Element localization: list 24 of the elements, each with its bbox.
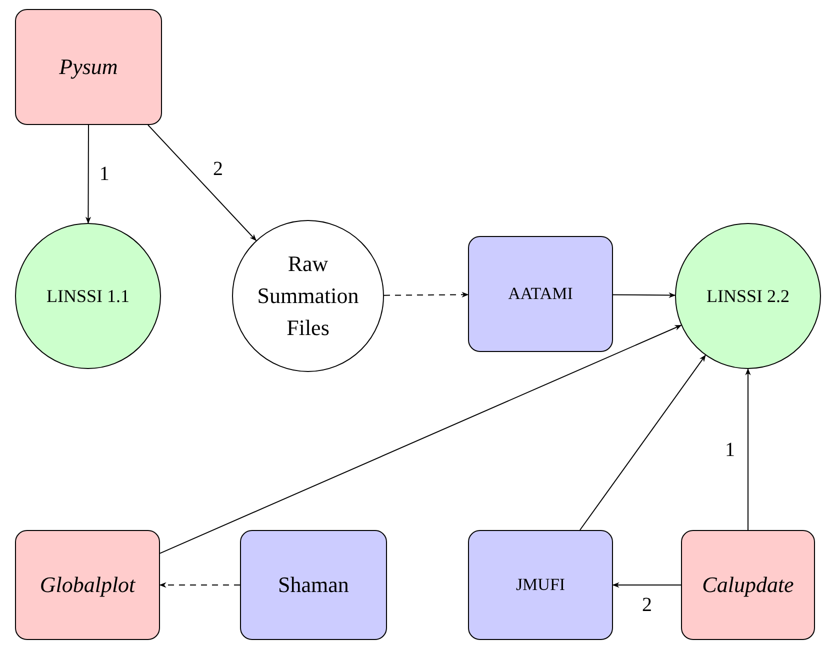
- node-label: LINSSI 2.2: [705, 284, 790, 308]
- arrow: [612, 292, 676, 298]
- arrow: [384, 292, 469, 298]
- arrow: [160, 324, 682, 554]
- process-box: [468, 530, 613, 640]
- node-label: Globalplot: [38, 571, 136, 600]
- process-box: [681, 530, 815, 640]
- arrow: [148, 124, 257, 241]
- node-label: Pysum: [58, 53, 119, 82]
- node-label: LINSSI 1.1: [45, 284, 130, 308]
- arrow: [745, 368, 751, 530]
- arrow: [612, 582, 682, 588]
- node-label: Calupdate: [701, 571, 795, 600]
- node-label: AATAMI: [507, 282, 574, 305]
- node-label: Shaman: [277, 571, 350, 600]
- node-label: JMUFI: [514, 574, 566, 596]
- process-box: [15, 530, 160, 640]
- process-box: [15, 9, 162, 125]
- node-label: Raw Summation Files: [256, 250, 360, 342]
- arrow: [580, 354, 706, 530]
- process-box: [468, 236, 613, 352]
- arrow: [159, 582, 240, 588]
- arrow: [85, 124, 92, 224]
- process-box: [240, 530, 387, 640]
